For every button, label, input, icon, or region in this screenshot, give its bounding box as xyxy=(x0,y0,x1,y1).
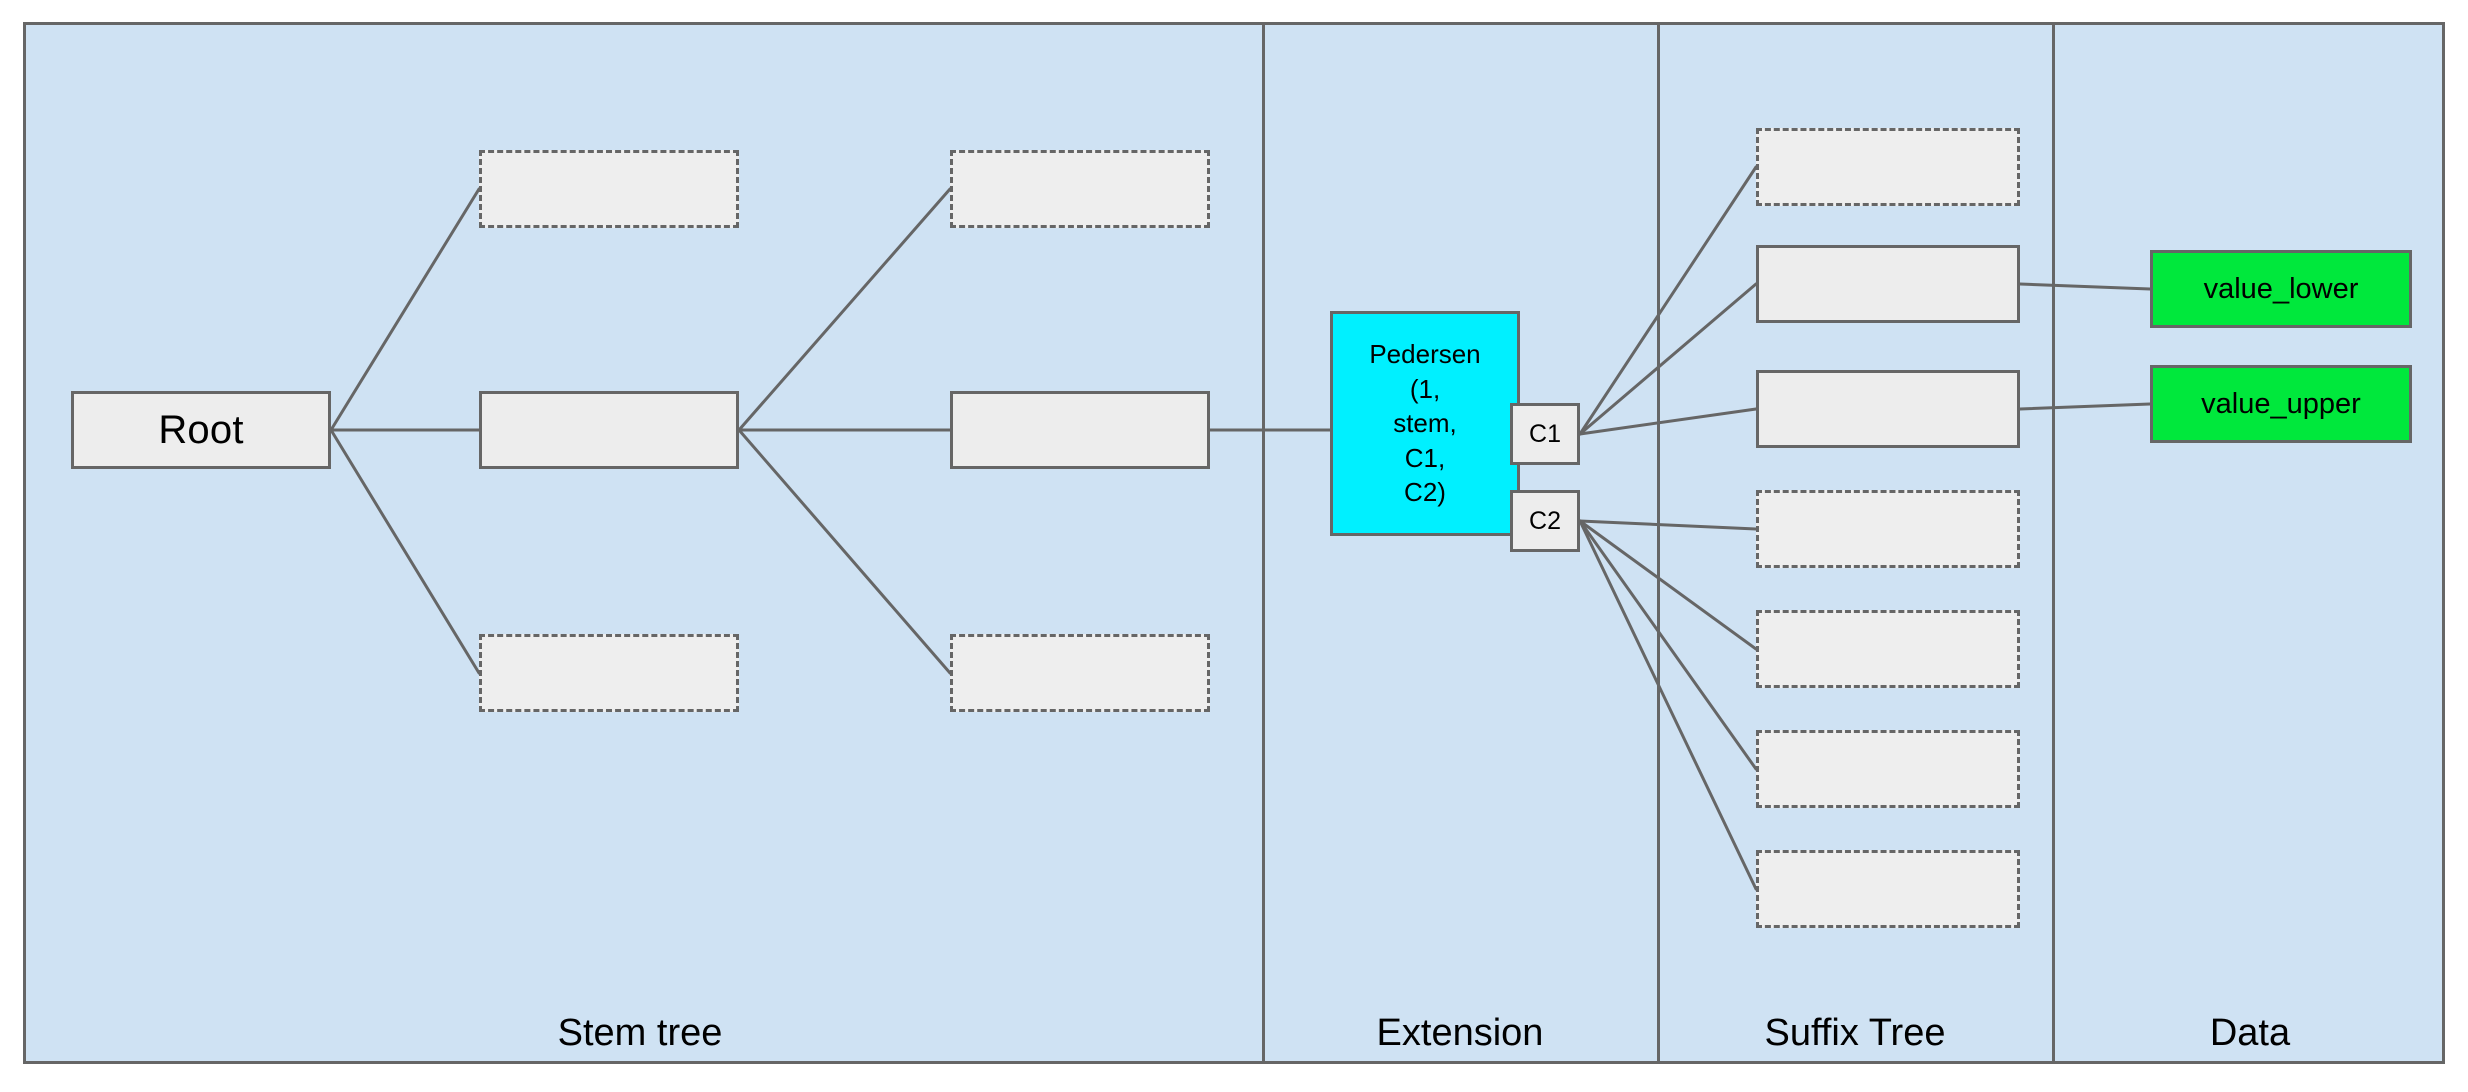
suffix-node-5[interactable] xyxy=(1756,610,2020,688)
data-node-value-lower-label: value_lower xyxy=(2203,272,2359,305)
suffix-node-1[interactable] xyxy=(1756,128,2020,206)
data-node-value-upper[interactable]: value_upper xyxy=(2150,365,2412,443)
extension-chip-c1-label: C1 xyxy=(1529,419,1561,448)
suffix-node-4[interactable] xyxy=(1756,490,2020,568)
data-node-value-upper-label: value_upper xyxy=(2201,387,2361,420)
panel-divider-suffix-tree xyxy=(1657,22,1660,1064)
stem-node-l3-top[interactable] xyxy=(950,150,1210,228)
panel-label-suffix-tree: Suffix Tree xyxy=(1764,1012,1946,1054)
diagram-frame xyxy=(23,22,2445,1064)
panel-label-stem-tree: Stem tree xyxy=(557,1012,723,1054)
stem-node-l2-top[interactable] xyxy=(479,150,739,228)
extension-node-pedersen-label: Pedersen (1, stem, C1, C2) xyxy=(1369,339,1481,508)
panel-label-data: Data xyxy=(2209,1012,2291,1054)
extension-chip-c2[interactable]: C2 xyxy=(1510,490,1580,552)
panel-divider-extension xyxy=(1262,22,1265,1064)
suffix-node-3[interactable] xyxy=(1756,370,2020,448)
panel-label-extension: Extension xyxy=(1376,1012,1544,1054)
data-node-value-lower[interactable]: value_lower xyxy=(2150,250,2412,328)
panel-divider-data xyxy=(2052,22,2055,1064)
suffix-node-7[interactable] xyxy=(1756,850,2020,928)
extension-chip-c2-label: C2 xyxy=(1529,506,1561,535)
suffix-node-2[interactable] xyxy=(1756,245,2020,323)
stem-node-l2-bottom[interactable] xyxy=(479,634,739,712)
extension-node-pedersen[interactable]: Pedersen (1, stem, C1, C2) xyxy=(1330,311,1520,536)
stem-node-l2-middle[interactable] xyxy=(479,391,739,469)
stem-node-l3-middle[interactable] xyxy=(950,391,1210,469)
stem-node-root-label: Root xyxy=(158,407,244,452)
extension-chip-c1[interactable]: C1 xyxy=(1510,403,1580,465)
stem-node-l3-bottom[interactable] xyxy=(950,634,1210,712)
stem-node-root[interactable]: Root xyxy=(71,391,331,469)
suffix-node-6[interactable] xyxy=(1756,730,2020,808)
